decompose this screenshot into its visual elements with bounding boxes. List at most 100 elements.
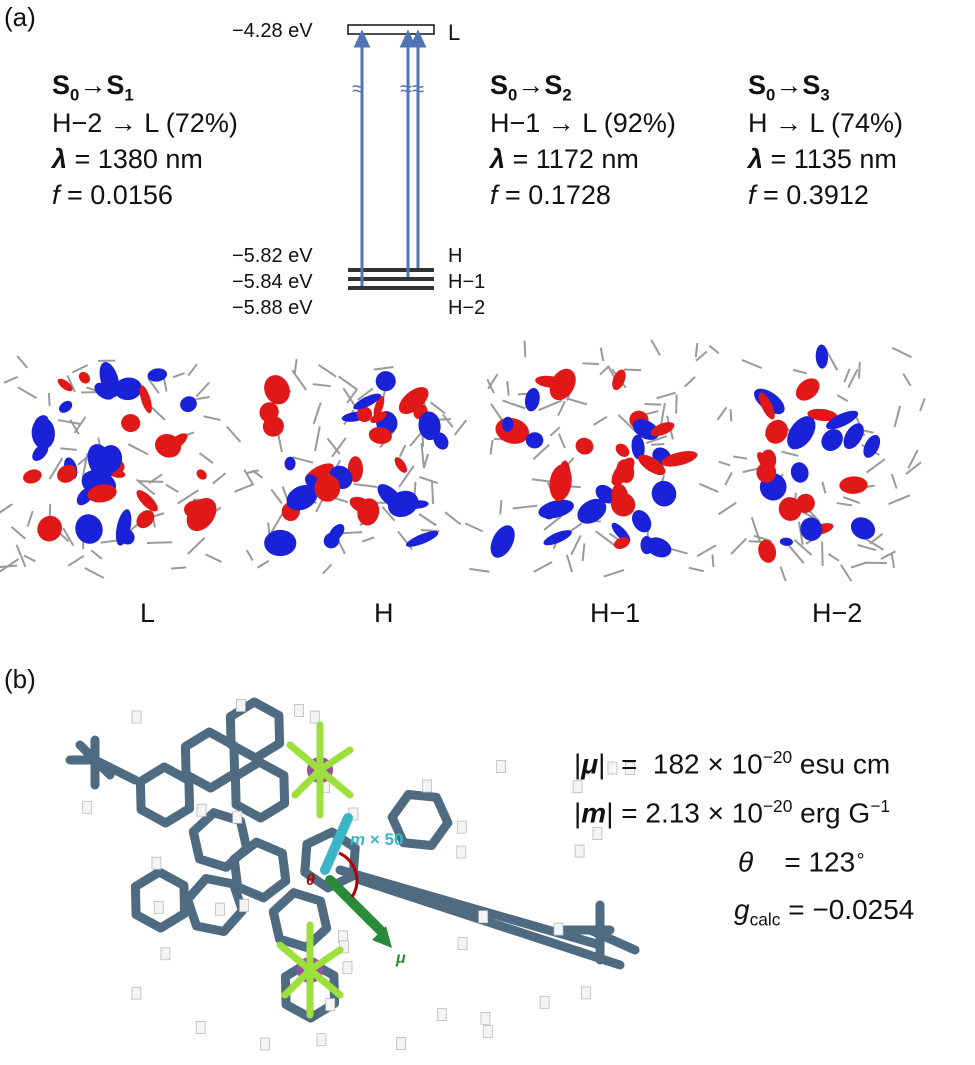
bond-stick [205, 553, 222, 563]
bond-stick [420, 443, 425, 468]
orbital-lobe [779, 537, 793, 546]
hydrogen-atom [196, 803, 207, 817]
orbital-lobe [286, 484, 318, 511]
orbital-lobe [394, 457, 408, 473]
mu-vector-head [372, 926, 392, 948]
bond-stick [490, 403, 506, 425]
bond-stick [331, 437, 347, 458]
bond-stick [346, 389, 358, 404]
hydrogen-atom [592, 827, 603, 841]
orbital-lobe [106, 467, 126, 478]
hydrogen-atom [457, 937, 468, 950]
bond-stick [245, 549, 254, 562]
bond-stick [847, 369, 859, 389]
orbital-lobe [373, 395, 385, 418]
hydrogen-atom [338, 930, 348, 944]
orbital-lobe [758, 539, 777, 563]
bond-stick [398, 465, 415, 488]
orbital-lobe [651, 480, 677, 507]
orbital-lobe [839, 476, 868, 494]
orbital-lobe [815, 344, 829, 369]
bond-stick [656, 391, 676, 400]
bond-stick [658, 474, 666, 489]
orbital-lobe [413, 404, 428, 420]
bond-stick [277, 377, 292, 393]
bond-stick [97, 437, 103, 453]
bond-stick [695, 350, 708, 362]
bond-stick [420, 529, 440, 533]
aromatic-ring [230, 757, 290, 823]
bond-stick [453, 419, 468, 436]
orbital-lobe [81, 469, 117, 498]
bond-stick [708, 344, 720, 355]
orbital-lobe [790, 462, 809, 483]
orbital-picture-1 [0, 355, 242, 579]
bond-stick [711, 554, 715, 568]
bond-stick [608, 532, 624, 544]
bond-stick [732, 455, 748, 460]
bond-stick [172, 372, 185, 379]
bond-stick [890, 553, 896, 569]
bond-stick [270, 488, 283, 505]
bond-stick [858, 361, 861, 379]
bond-stick [251, 469, 263, 479]
bond-stick [902, 373, 912, 387]
bond-stick [256, 560, 270, 569]
orbital-lobe [328, 524, 345, 542]
orbital-lobe [349, 496, 374, 514]
orbital-lobe [184, 500, 210, 519]
orbital-lobe [370, 411, 387, 423]
bond-stick [880, 550, 896, 560]
orbital-lobe [139, 385, 152, 414]
bond-stick [397, 530, 413, 550]
bond-stick [338, 375, 358, 391]
orbital-lobe [121, 414, 141, 433]
hydrogen-atom [422, 779, 433, 793]
axis-break-1: ≈ [352, 76, 365, 101]
bond-stick [849, 484, 875, 491]
orbital-lobe [638, 454, 666, 476]
orbital-lobe [75, 514, 103, 544]
bond-stick [148, 502, 157, 528]
bond-stick [170, 566, 187, 570]
bond-stick [531, 478, 552, 483]
level-name-homo: H [448, 245, 463, 267]
orbital-lobe [284, 456, 296, 471]
orbital-lobe [281, 501, 300, 522]
bond-stick [147, 512, 165, 520]
orbital-lobe [543, 530, 572, 546]
bond-stick [836, 502, 852, 507]
bond-stick [281, 486, 292, 508]
fluorine-bond [291, 766, 324, 799]
bond-stick [646, 518, 651, 539]
homo-2-level [348, 286, 434, 290]
orbital-lobe [611, 483, 629, 508]
homo-level [348, 268, 434, 272]
panel-a-label: (a) [4, 2, 36, 32]
orbital-lobe [808, 523, 834, 536]
orbital-lobe [524, 387, 540, 412]
aromatic-ring [135, 762, 195, 828]
orbital-lobe [264, 375, 290, 405]
bond-stick [442, 413, 454, 428]
hydrogen-atom [480, 1011, 491, 1025]
orbital-lobe [778, 497, 802, 521]
angle-equation: θ = 123∘ [738, 845, 867, 878]
orbital-lobe [490, 525, 515, 558]
phosphorus-atom-2 [297, 957, 323, 983]
bond-stick [67, 554, 85, 567]
theta-label: θ [306, 872, 315, 889]
bond-stick [512, 504, 538, 510]
orbital-lobe [640, 535, 654, 555]
bond-stick [669, 547, 688, 555]
bond-stick [409, 429, 425, 447]
bond-stick [379, 387, 387, 408]
bond-stick [267, 522, 271, 536]
bond-stick [593, 415, 608, 426]
orbital-lobe [611, 457, 635, 486]
bond-stick [314, 426, 321, 452]
orbital-lobe [757, 452, 775, 474]
bond-stick [696, 544, 717, 557]
bond-stick [135, 478, 156, 496]
hydrogen-atom [342, 961, 353, 975]
